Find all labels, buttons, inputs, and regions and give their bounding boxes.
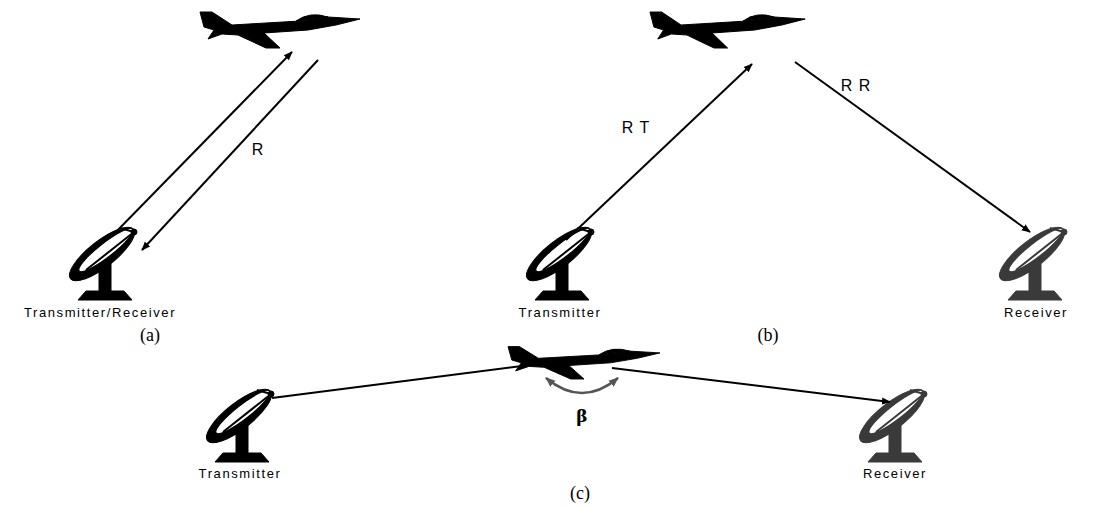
antenna-label: Receiver: [863, 467, 927, 481]
antenna: [992, 219, 1071, 300]
aircraft: [508, 347, 660, 379]
range-label: R: [252, 141, 265, 159]
panel-label: (a): [140, 326, 160, 346]
range-label: R T: [622, 119, 650, 137]
antenna: [852, 381, 931, 462]
antenna-label: Receiver: [1004, 306, 1068, 320]
antenna: [199, 381, 278, 462]
signal-arrow: [795, 62, 1030, 232]
angle-arc: [546, 378, 618, 393]
antenna-label: Transmitter/Receiver: [24, 306, 176, 320]
signal-arrow: [612, 368, 890, 402]
antenna: [62, 219, 141, 300]
signal-arrow: [142, 60, 318, 250]
signal-arrow: [112, 52, 292, 236]
antenna: [519, 219, 598, 300]
antenna-label: Transmitter: [519, 306, 602, 320]
signal-line: [272, 366, 522, 398]
aircraft: [200, 12, 360, 48]
signal-arrow: [566, 64, 752, 240]
antenna-label: Transmitter: [199, 467, 282, 481]
range-label: R R: [841, 77, 872, 95]
angle-label: β: [576, 407, 587, 426]
panel-label: (b): [758, 326, 779, 346]
panel-label: (c): [570, 484, 590, 504]
aircraft: [650, 12, 805, 48]
